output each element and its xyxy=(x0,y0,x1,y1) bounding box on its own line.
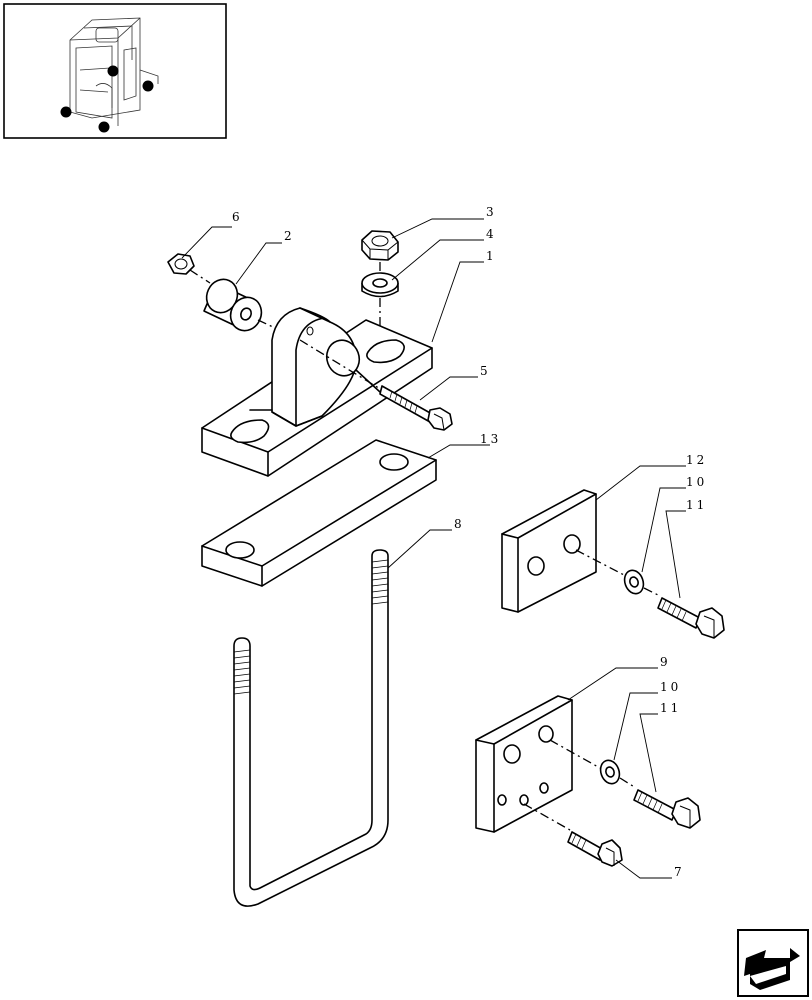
leader-lines xyxy=(181,218,686,879)
callout-3: 3 xyxy=(486,205,497,219)
part-8-u-bolt xyxy=(233,549,389,907)
part-11-bolt-upper xyxy=(657,597,725,639)
callout-11-lower: 11 xyxy=(660,701,681,715)
callout-13: 13 xyxy=(480,432,501,446)
callout-8: 8 xyxy=(454,517,465,531)
callout-10-upper: 10 xyxy=(686,475,707,489)
callout-5: 5 xyxy=(480,364,491,378)
part-6-nut xyxy=(167,253,195,275)
part-13-plate xyxy=(201,439,437,587)
part-7-bolt xyxy=(567,831,623,867)
part-10-washer-lower xyxy=(599,759,621,785)
callout-10-lower: 10 xyxy=(660,680,681,694)
part-4-washer xyxy=(361,272,399,298)
cab-thumbnail xyxy=(3,3,227,139)
part-12-plate xyxy=(501,489,597,613)
callout-4: 4 xyxy=(486,227,497,241)
callout-2: 2 xyxy=(284,229,295,243)
callout-11-upper: 11 xyxy=(686,498,707,512)
part-10-washer-upper xyxy=(623,569,645,595)
part-1-bracket xyxy=(201,307,433,477)
location-marker-dots xyxy=(60,65,154,133)
callout-7: 7 xyxy=(674,865,685,879)
arrow-prev-icon[interactable] xyxy=(737,929,809,997)
callout-6: 6 xyxy=(232,210,243,224)
callout-12: 12 xyxy=(686,453,707,467)
part-11-bolt-lower xyxy=(633,789,701,829)
callout-labels: 1 2 3 4 5 6 7 8 9 10 10 11 11 12 13 xyxy=(232,205,707,879)
part-2-bushing xyxy=(203,278,263,332)
part-3-hex-nut xyxy=(361,230,399,261)
callout-1: 1 xyxy=(486,249,497,263)
part-9-plate xyxy=(475,695,573,833)
callout-9: 9 xyxy=(660,655,671,669)
part-5-bolt xyxy=(299,339,453,431)
